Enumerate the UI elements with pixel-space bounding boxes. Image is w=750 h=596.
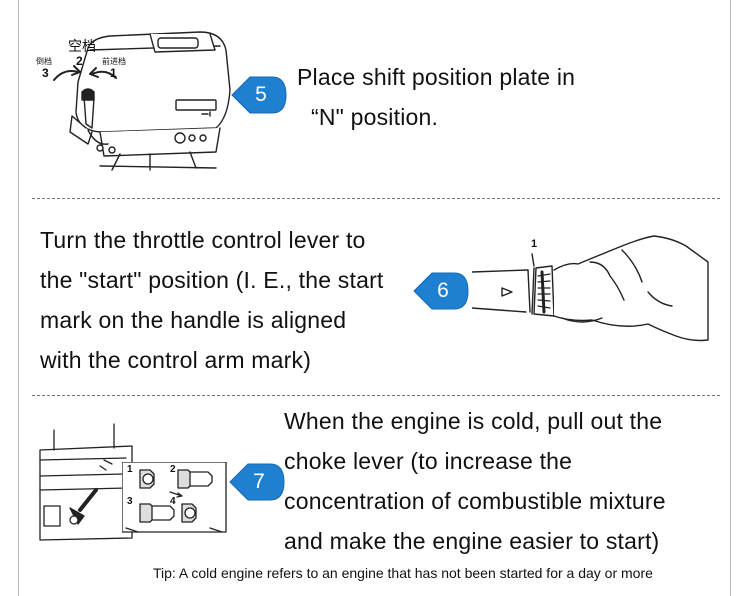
step-6-line: Turn the throttle control lever to	[40, 220, 384, 260]
step-6-line: with the control arm mark)	[40, 340, 384, 380]
step-5-line: Place shift position plate in	[297, 57, 575, 97]
step-7-text: When the engine is cold, pull out the ch…	[284, 401, 666, 561]
step-5-badge: 5	[230, 75, 288, 115]
step-6-text: Turn the throttle control lever to the "…	[40, 220, 384, 380]
step-5-number: 5	[244, 75, 278, 115]
start-mark-label: 1	[531, 238, 537, 250]
shift-position-2: 2	[76, 54, 83, 68]
shift-position-1: 1	[110, 66, 117, 80]
step-7-line: When the engine is cold, pull out the	[284, 401, 666, 441]
neutral-label: 空档	[68, 36, 96, 56]
step-5-text: Place shift position plate in “N" positi…	[297, 57, 575, 137]
step-6-line: the "start" position (I. E., the start	[40, 260, 384, 300]
step-7-badge: 7	[228, 462, 286, 502]
right-border-line	[730, 0, 731, 596]
throttle-handle-illustration: 1	[472, 232, 717, 352]
engine-choke-illustration	[34, 420, 134, 545]
shift-position-3: 3	[42, 66, 49, 80]
step-6-line: mark on the handle is aligned	[40, 300, 384, 340]
choke-steps-illustration: 1 2 3 4	[122, 462, 227, 534]
section-divider	[32, 395, 720, 396]
choke-step-2: 2	[170, 464, 176, 475]
choke-step-1: 1	[127, 464, 133, 475]
step-7-line: choke lever (to increase the	[284, 441, 666, 481]
choke-step-4: 4	[170, 496, 176, 507]
outboard-shift-illustration: 空档 倒档 前进档 3 2 1	[30, 20, 245, 180]
tip-note: Tip: A cold engine refers to an engine t…	[153, 565, 653, 581]
step-7-line: and make the engine easier to start)	[284, 521, 666, 561]
section-divider	[32, 198, 720, 199]
step-6-number: 6	[426, 271, 460, 311]
left-border-line	[18, 0, 19, 596]
step-6-badge: 6	[412, 271, 470, 311]
choke-step-3: 3	[127, 496, 133, 507]
step-5-line: “N" position.	[297, 97, 575, 137]
step-7-number: 7	[242, 462, 276, 502]
step-7-line: concentration of combustible mixture	[284, 481, 666, 521]
